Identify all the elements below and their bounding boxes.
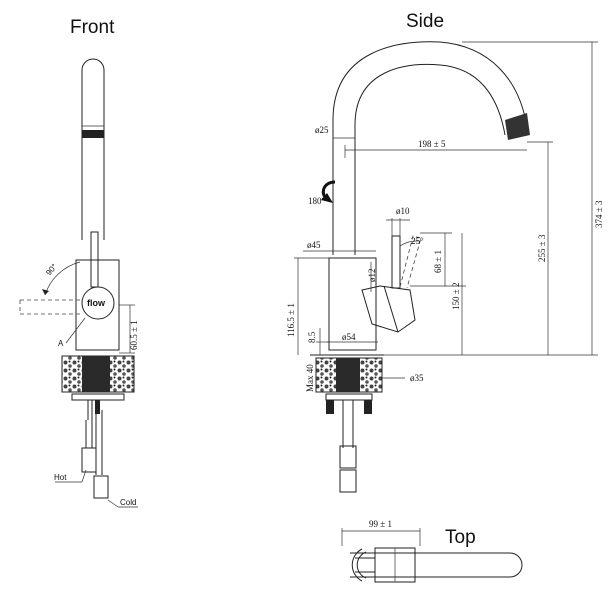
side-view-title: Side (406, 11, 444, 32)
top-view: 99 ± 1 (341, 519, 523, 583)
front-view: flow 90° A 60.5 ± 1 Hot Cold (19, 58, 139, 508)
side-dim-8-5: 8.5 (307, 331, 317, 343)
side-dim-116: 116.5 ± 1 (286, 303, 296, 337)
side-view: ø25 198 ± 5 374 ± 3 255 ± 3 180° ø10 ø45… (286, 41, 604, 493)
front-marker-a: A (58, 339, 64, 348)
side-cartridge (361, 285, 416, 333)
top-spout (350, 552, 523, 578)
side-dashed-lever (399, 235, 422, 289)
side-spout-outer (332, 41, 528, 255)
side-hose-fitting-2 (339, 469, 357, 493)
front-spout (81, 58, 105, 240)
front-brand-logo: flow (87, 298, 106, 308)
front-dashed-handle (19, 299, 82, 315)
side-dim-d10: ø10 (396, 206, 410, 216)
side-stud-right (364, 400, 372, 414)
front-cold-fitting (93, 475, 109, 499)
side-dim-d45: ø45 (307, 240, 321, 250)
side-dim-150: 150 ± 2 (451, 283, 461, 310)
side-dim-reach: 198 ± 5 (418, 139, 446, 149)
front-view-title: Front (70, 17, 115, 38)
side-dim-68: 68 ± 1 (433, 250, 443, 273)
side-dim-d35: ø35 (410, 373, 424, 383)
front-hot-fitting (81, 447, 97, 473)
side-lever (391, 235, 401, 289)
front-cold-label: Cold (120, 498, 136, 507)
side-dim-total-height: 374 ± 3 (594, 200, 604, 228)
side-stud-left (326, 400, 334, 414)
front-dim-height: 60.5 ± 1 (129, 320, 139, 350)
side-rotation-label: 180° (308, 196, 326, 206)
side-hose-fitting-1 (339, 445, 357, 469)
side-dim-255: 255 ± 3 (537, 234, 547, 262)
side-countertop-hole (336, 358, 360, 392)
side-dim-d12: ø12 (367, 269, 377, 283)
front-mounting-stud (95, 400, 100, 414)
front-countertop-hole (82, 356, 110, 392)
front-handle-hub (81, 286, 115, 320)
side-spout-inner (354, 64, 506, 255)
top-dim-width: 99 ± 1 (369, 519, 392, 529)
side-aerator (505, 113, 530, 140)
top-view-title: Top (445, 527, 476, 548)
front-aerator-band (82, 130, 104, 138)
front-hot-label: Hot (54, 473, 67, 482)
front-angle-label: 90° (44, 262, 59, 277)
top-body-outline (351, 548, 363, 582)
side-dim-max40: Max 40 (305, 364, 315, 392)
side-dim-angle25: 25° (411, 236, 424, 246)
side-dim-d54: ø54 (342, 332, 356, 342)
side-dim-d25: ø25 (315, 125, 329, 135)
